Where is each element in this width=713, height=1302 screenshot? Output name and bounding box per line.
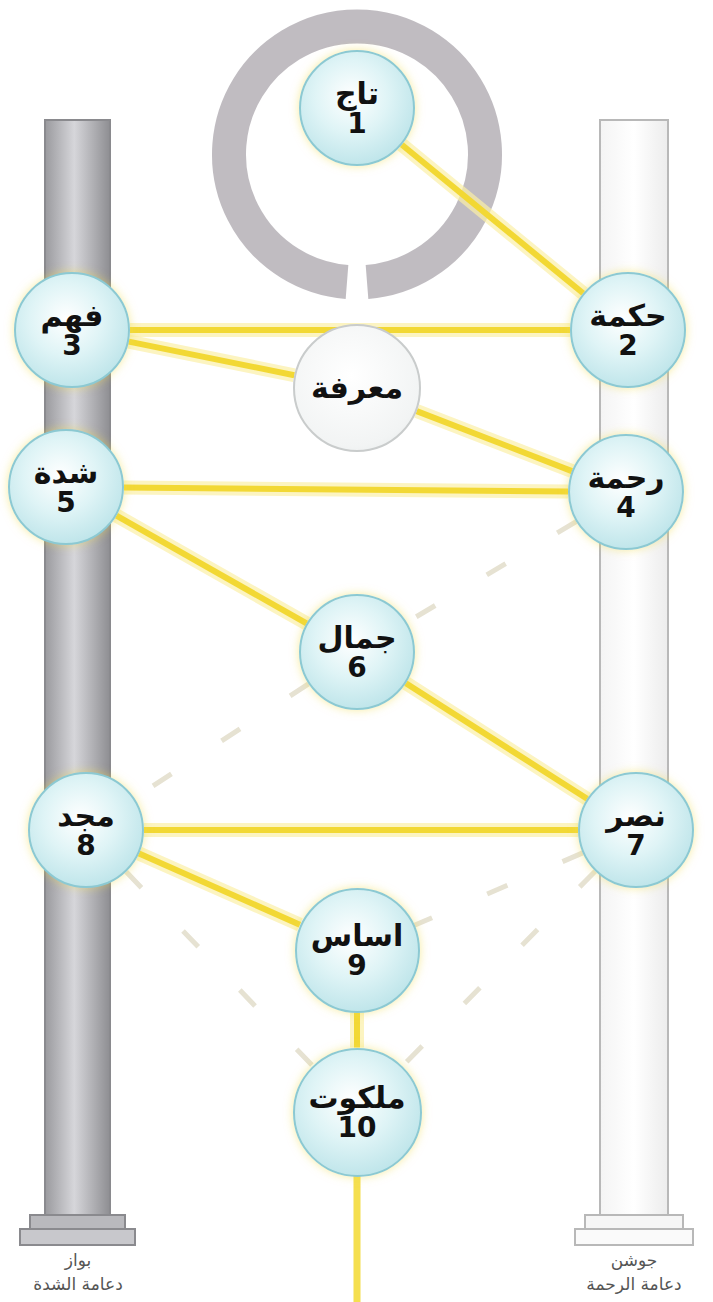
sephirah-circle: جمال6 [299,594,415,710]
sephirah-name: نصر [606,800,666,832]
sephirah-circle: مجد8 [28,772,144,888]
sephirah-name: رحمة [587,462,664,494]
pillar-name: بواز [65,1250,91,1270]
sephirah-number: 5 [56,488,75,517]
faint-path [407,522,576,623]
sephirah-name: شدة [34,457,99,489]
sephirah-circle: نصر7 [578,772,694,888]
sephirah-circle: حكمة2 [570,272,686,388]
light-path [144,830,578,831]
sephirah-number: 2 [618,331,637,360]
faint-path [402,871,595,1066]
sephirah-number: 7 [626,831,645,860]
light-path [124,488,568,492]
sephirah-number: 10 [338,1113,377,1142]
light-path [357,1013,358,1048]
sephirah-name: تاج [335,78,379,110]
faint-path [134,684,308,798]
pillar-base [20,1229,135,1245]
sephirah-circle: معرفة [293,324,421,452]
sephirah-name: حكمة [589,300,666,332]
light-path [129,342,294,376]
light-path [406,683,587,799]
sephirah-name: جمال [317,622,396,654]
crown-ring [229,26,485,282]
sephirah-number: 6 [347,653,366,682]
light-path [116,516,306,624]
sephirah-name: مجد [57,800,115,832]
faint-path [414,853,582,925]
faint-path [126,872,312,1066]
pillar-caption: دعامة الشدة [33,1274,122,1294]
pillar-base [30,1215,125,1229]
sephirah-name: ملكوت [308,1082,405,1114]
light-ray [354,1170,361,1302]
pillar-base [575,1229,693,1245]
sephirah-number: 4 [616,493,635,522]
sephirah-name: فهم [41,300,104,332]
sephirah-circle: تاج1 [299,50,415,166]
sephirah-circle: فهم3 [14,272,130,388]
sephirah-number: 3 [62,331,81,360]
sephirah-name: معرفة [311,372,403,404]
light-path [417,411,572,471]
light-path [402,145,583,293]
sephirah-circle: رحمة4 [568,434,684,550]
sephirah-name: اساس [311,920,403,952]
sephirah-circle: اساس9 [295,888,420,1013]
pillar-base [585,1215,683,1229]
sephirah-number: 9 [347,951,366,980]
sephirah-number: 1 [347,109,366,138]
pillar-name: جوشن [611,1250,657,1270]
sephirah-number: 8 [76,831,95,860]
sephirah-circle: شدة5 [8,429,124,545]
sephirah-circle: ملكوت10 [293,1048,422,1177]
pillar-caption: دعامة الرحمة [586,1274,681,1294]
light-path [139,853,300,924]
